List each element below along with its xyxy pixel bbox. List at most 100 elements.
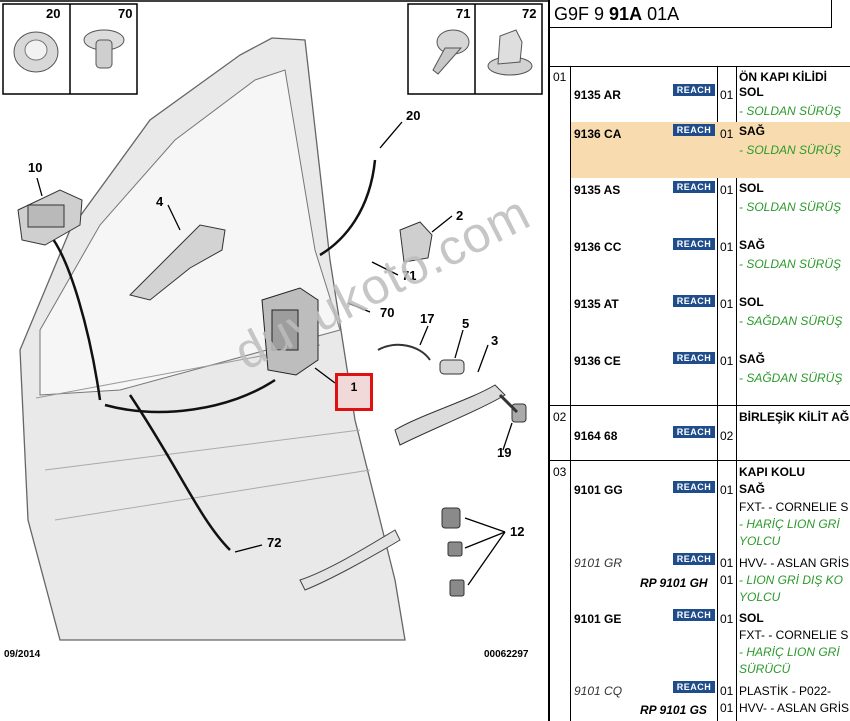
part-desc-note: - SOLDAN SÜRÜŞ — [739, 143, 842, 157]
reach-badge: REACH — [673, 295, 715, 307]
part-3-outer-handle — [394, 384, 506, 446]
thumb-label-71: 71 — [456, 6, 471, 21]
part-desc-note: - HARİÇ LION GRİ — [739, 645, 840, 659]
reach-badge: REACH — [673, 238, 715, 250]
part-ref[interactable]: 9135 AT — [574, 297, 619, 311]
part-qty: 01 — [720, 573, 734, 587]
part-qty: 01 — [720, 183, 734, 197]
part-desc: SAĞ — [739, 482, 766, 496]
reach-badge: REACH — [673, 426, 715, 438]
thumb-label-20: 20 — [46, 6, 61, 21]
group-title: ÖN KAPI KİLİDİ — [739, 70, 828, 84]
part-desc: SAĞ — [739, 352, 766, 366]
group-title: BİRLEŞİK KİLİT AĞ — [739, 410, 850, 424]
parts-header-code: G9F 9 91A 01A — [550, 0, 832, 28]
part-4-handle-support — [129, 224, 226, 301]
part-qty: 01 — [720, 556, 734, 570]
callout-3[interactable]: 3 — [491, 333, 499, 348]
header-code-prefix: G9F 9 — [554, 4, 605, 24]
part-desc-line: HVV- - ASLAN GRİS — [739, 556, 850, 570]
parts-diagram: 20 70 71 72 10 4 20 2 71 70 17 5 3 19 12… — [0, 0, 548, 660]
part-desc-line: FXT- - CORNELIE S — [739, 500, 849, 514]
inner-handle — [299, 529, 401, 591]
part-ref[interactable]: 9136 CA — [574, 127, 622, 141]
reach-badge: REACH — [673, 181, 715, 193]
parts-list-panel: G9F 9 91A 01A 01 ÖN KAPI KİLİDİ 9135 AR … — [548, 0, 850, 721]
part-desc-note: - SOLDAN SÜRÜŞ — [739, 200, 842, 214]
cable-clip-icon — [487, 29, 533, 76]
callout-71[interactable]: 71 — [402, 268, 417, 283]
selected-callout-1[interactable]: 1 — [335, 373, 373, 411]
callout-12[interactable]: 12 — [510, 524, 525, 539]
part-ref[interactable]: 9136 CE — [574, 354, 621, 368]
header-code-bold: 91A — [609, 4, 643, 24]
part-qty: 01 — [720, 127, 734, 141]
part-12-caps — [441, 507, 465, 597]
header-code-suffix: 01A — [647, 4, 680, 24]
part-desc-note: - HARİÇ LION GRİ — [739, 517, 840, 531]
part-10-outside-handle-bracket — [17, 189, 83, 246]
group-number: 03 — [553, 465, 567, 479]
part-qty: 01 — [720, 88, 734, 102]
callout-72[interactable]: 72 — [267, 535, 282, 550]
part-desc: SAĞ — [739, 124, 766, 138]
part-ref[interactable]: 9101 CQ — [574, 684, 623, 698]
part-2-hinge — [399, 221, 433, 263]
selected-callout-label: 1 — [350, 380, 358, 394]
part-desc-line: HVV- - ASLAN GRİS — [739, 701, 850, 715]
diagram-drawing-number: 00062297 — [484, 649, 529, 660]
group-title: KAPI KOLU — [739, 465, 805, 479]
reach-badge: REACH — [673, 553, 715, 565]
part-19-key — [498, 393, 527, 423]
part-desc-note: - SOLDAN SÜRÜŞ — [739, 257, 842, 271]
callout-17[interactable]: 17 — [420, 311, 435, 326]
part-desc-line: PLASTİK - P022- — [739, 684, 832, 698]
reach-badge: REACH — [673, 481, 715, 493]
part-5-handle-cover — [439, 359, 465, 375]
part-ref[interactable]: 9101 GE — [574, 612, 622, 626]
part-ref-alt[interactable]: RP 9101 GH — [640, 576, 708, 590]
part-ref[interactable]: 9101 GR — [574, 556, 623, 570]
reach-badge: REACH — [673, 124, 715, 136]
group-number: 02 — [553, 410, 567, 424]
group-number: 01 — [553, 70, 567, 84]
part-ref[interactable]: 9164 68 — [574, 429, 618, 443]
callout-10[interactable]: 10 — [28, 160, 43, 175]
group-divider — [550, 460, 850, 461]
part-desc: SOL — [739, 85, 764, 99]
part-ref[interactable]: 9101 GG — [574, 483, 623, 497]
part-qty: 01 — [720, 354, 734, 368]
part-1-door-lock — [261, 287, 319, 376]
part-desc: SOL — [739, 611, 764, 625]
linkage-cables — [49, 159, 377, 551]
part-desc-note: SÜRÜCÜ — [739, 662, 791, 676]
part-qty: 02 — [720, 429, 734, 443]
part-ref[interactable]: 9135 AS — [574, 183, 621, 197]
part-desc-note: YOLCU — [739, 590, 781, 604]
thumb-label-70: 70 — [118, 6, 133, 21]
callout-4[interactable]: 4 — [156, 194, 164, 209]
part-desc-line: FXT- - CORNELIE S — [739, 628, 849, 642]
thumb-label-72: 72 — [522, 6, 537, 21]
callout-2[interactable]: 2 — [456, 208, 464, 223]
diagram-drawing — [0, 0, 548, 641]
part-ref[interactable]: 9135 AR — [574, 88, 621, 102]
col-divider — [717, 66, 718, 721]
callout-5[interactable]: 5 — [462, 316, 470, 331]
part-qty: 01 — [720, 297, 734, 311]
screw-icon — [432, 29, 470, 75]
header-spacer — [550, 28, 850, 67]
part-desc-note: - SAĞDAN SÜRÜŞ — [739, 314, 843, 328]
callout-19[interactable]: 19 — [497, 445, 512, 460]
part-qty: 01 — [720, 240, 734, 254]
callout-70[interactable]: 70 — [380, 305, 395, 320]
part-ref[interactable]: 9136 CC — [574, 240, 622, 254]
group-divider — [550, 405, 850, 406]
part-qty: 01 — [720, 684, 734, 698]
part-desc: SAĞ — [739, 238, 766, 252]
part-desc: SOL — [739, 181, 764, 195]
part-ref-alt[interactable]: RP 9101 GS — [640, 703, 707, 717]
callout-20[interactable]: 20 — [406, 108, 421, 123]
grommet-icon — [13, 31, 59, 73]
part-desc: SOL — [739, 295, 764, 309]
